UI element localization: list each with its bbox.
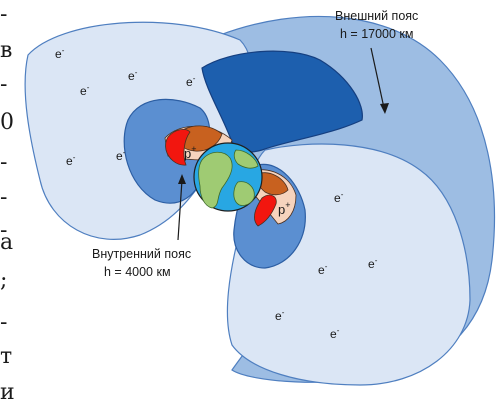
earth-icon <box>194 143 262 211</box>
inner-belt-label-line1: Внутренний пояс <box>92 247 191 261</box>
outer-belt-label-line1: Внешний пояс <box>335 9 418 23</box>
outer-belt-label-line2: h = 17000 км <box>340 27 414 41</box>
inner-belt-label-line2: h = 4000 км <box>104 265 171 279</box>
